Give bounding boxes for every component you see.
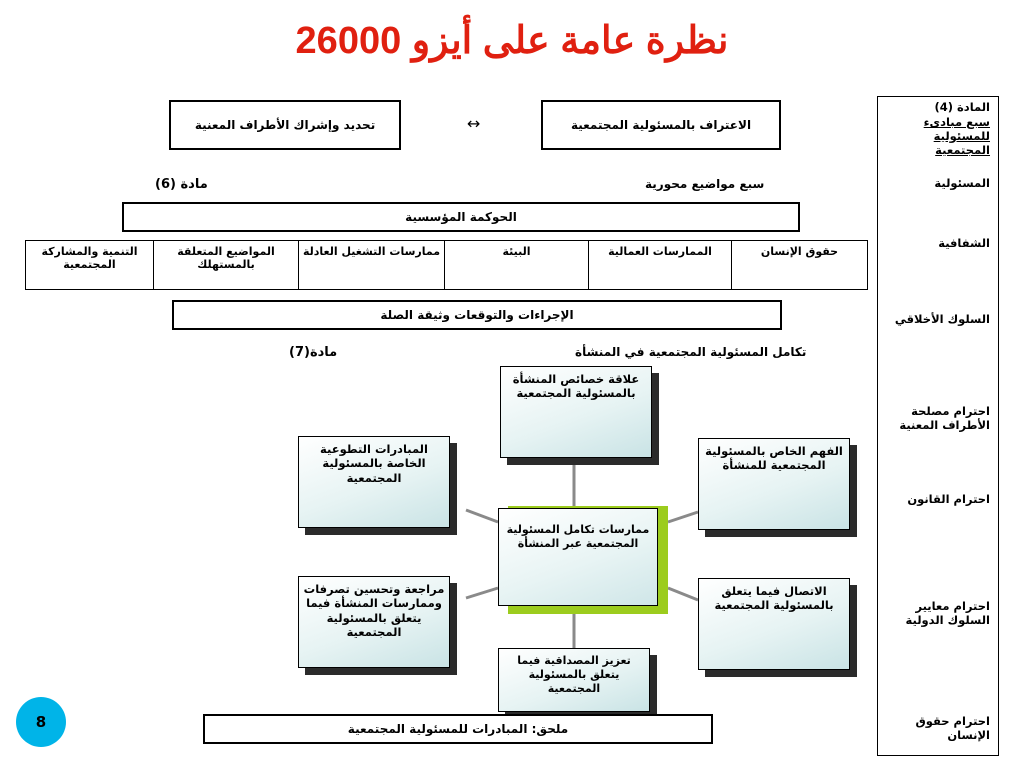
topic-labour-practices: الممارسات العمالية <box>588 240 732 290</box>
sidebar-item-rule-of-law: احترام القانون <box>907 492 990 506</box>
connector-lower-right <box>667 586 699 602</box>
card-integration-practices: ممارسات تكامل المسئولية المجتمعية عبر ال… <box>498 508 658 606</box>
sidebar-item-transparency: الشفافية <box>938 236 990 250</box>
topic-community-involvement: التنمية والمشاركة المجتمعية <box>25 240 154 290</box>
sidebar-item-seven-principles: سبع مبادىء للمسئولية المجتمعية <box>923 115 990 157</box>
integration-label: تكامل المسئولية المجتمعية في المنشأة <box>575 345 807 359</box>
sidebar-item-article4: المادة (4) <box>934 100 990 114</box>
stakeholder-engagement-box: تحديد وإشراك الأطراف المعنية <box>169 100 401 150</box>
topic-fair-operating-practices: ممارسات التشغيل العادلة <box>298 240 445 290</box>
card-organization-characteristics: علاقة خصائص المنشأة بالمسئولية المجتمعية <box>500 366 652 458</box>
sidebar-item-ethical-behaviour: السلوك الأخلاقي <box>894 312 990 326</box>
topic-environment: البيئة <box>444 240 589 290</box>
organizational-governance-box: الحوكمة المؤسسية <box>122 202 800 232</box>
connector-upper-right <box>667 510 699 524</box>
social-responsibility-recognition-box: الاعتراف بالمسئولية المجتمعية <box>541 100 781 150</box>
card-voluntary-initiatives: المبادرات التطوعية الخاصة بالمسئولية الم… <box>298 436 450 528</box>
related-actions-box: الإجراءات والتوقعات وثيقة الصلة <box>172 300 782 330</box>
topic-consumer-issues: المواضيع المتعلقة بالمستهلك <box>153 240 299 290</box>
sidebar-item-human-rights: احترام حقوق الإنسان <box>915 714 990 742</box>
connector-lower-left <box>465 586 499 600</box>
sidebar-item-accountability: المسئولية <box>934 176 990 190</box>
seven-core-subjects-label: سبع مواضيع محورية <box>645 177 765 191</box>
card-reviewing-improving: مراجعة وتحسين تصرفات وممارسات المنشأة في… <box>298 576 450 668</box>
card-enhancing-credibility: تعزيز المصداقية فيما يتعلق بالمسئولية ال… <box>498 648 650 712</box>
sidebar-item-stakeholder-interests: احترام مصلحة الأطراف المعنية <box>899 404 990 432</box>
annex-box: ملحق: المبادرات للمسئولية المجتمعية <box>203 714 713 744</box>
page-title: نظرة عامة على أيزو 26000 <box>295 20 729 62</box>
sidebar-item-international-norms: احترام معايير السلوك الدولية <box>905 599 990 627</box>
principles-sidebar: المادة (4) سبع مبادىء للمسئولية المجتمعي… <box>877 96 999 756</box>
card-communication-sr: الاتصال فيما يتعلق بالمسئولية المجتمعية <box>698 578 850 670</box>
page-number-badge: 8 <box>16 697 66 747</box>
topic-human-rights: حقوق الإنسان <box>731 240 868 290</box>
card-understanding-sr: الفهم الخاص بالمسئولية المجتمعية للمنشأة <box>698 438 850 530</box>
connector-upper-left <box>465 508 499 524</box>
article-6-label: مادة (6) <box>155 177 208 192</box>
bidirectional-arrow-icon: ↔ <box>467 114 481 133</box>
article-7-label: مادة(7) <box>289 345 338 360</box>
